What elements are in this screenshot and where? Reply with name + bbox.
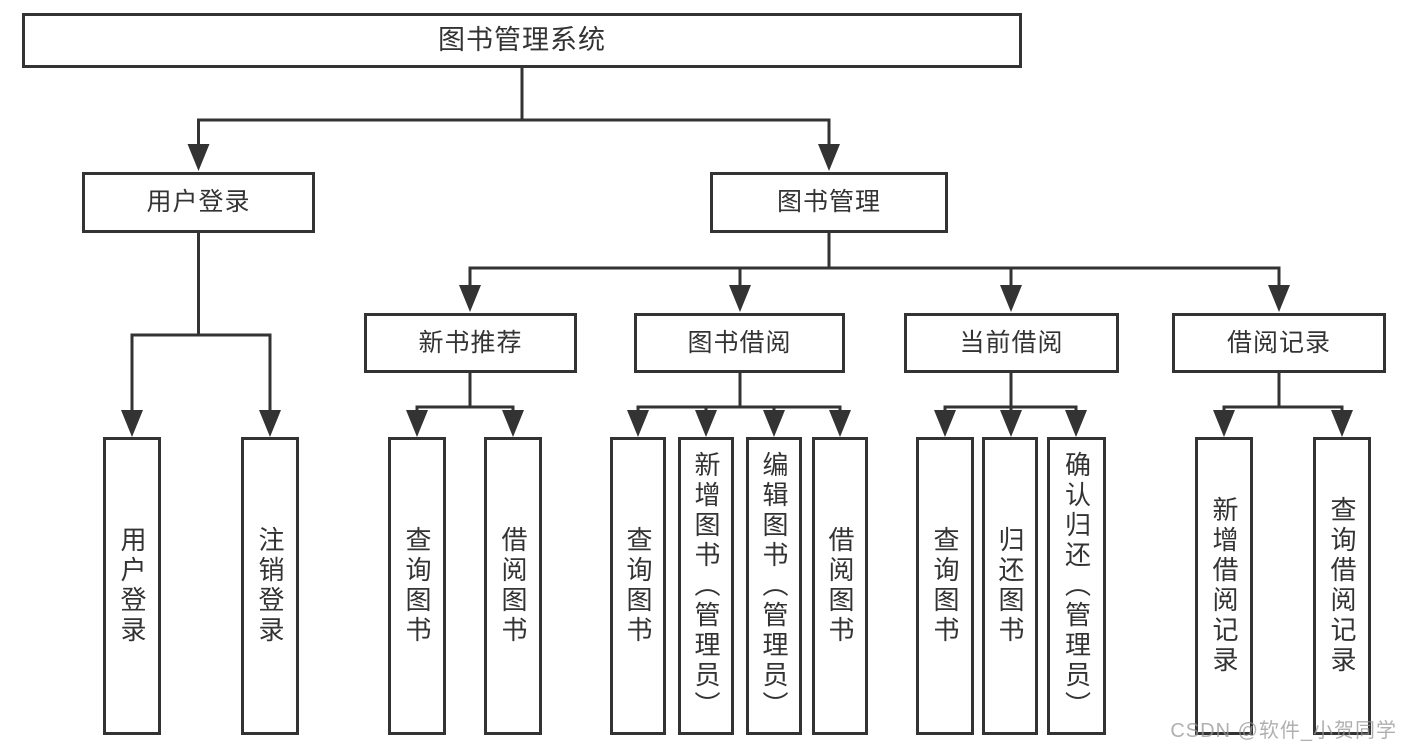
leaf-return-book: 归还图书 (982, 437, 1038, 735)
node-book-management: 图书管理 (710, 172, 948, 233)
arrowhead (829, 410, 851, 437)
node-user-login: 用户登录 (82, 172, 315, 233)
connector-new-book-to-leaves (415, 373, 515, 411)
leaf-borrow-books: 借阅图书 (812, 437, 868, 735)
leaf-user-login-label: 用户登录 (117, 526, 147, 646)
arrowhead (259, 410, 281, 437)
node-borrow-records-label: 借阅记录 (1226, 328, 1331, 357)
arrowhead (934, 410, 956, 437)
connector-current-borrow-to-leaves (943, 373, 1078, 411)
connector-book-borrow-to-leaves (636, 373, 842, 411)
node-new-book-recommend: 新书推荐 (364, 313, 577, 373)
arrowhead (627, 410, 649, 437)
node-borrow-records: 借阅记录 (1172, 313, 1386, 373)
leaf-query-books-current-label: 查询图书 (930, 526, 960, 646)
leaf-query-books-recommend-label: 查询图书 (402, 526, 432, 646)
arrowhead (1331, 410, 1353, 437)
arrowhead (1213, 410, 1235, 437)
node-user-login-label: 用户登录 (146, 188, 251, 216)
leaf-confirm-return-admin: 确认归还（管理员） (1047, 437, 1106, 735)
arrowhead (1000, 410, 1022, 437)
leaf-query-borrow-record: 查询借阅记录 (1313, 437, 1371, 735)
leaf-query-books-borrow-label: 查询图书 (623, 526, 653, 646)
leaf-add-borrow-record: 新增借阅记录 (1195, 437, 1253, 735)
connector-book-mgmt-to-level3 (468, 233, 1281, 287)
leaf-query-books-borrow: 查询图书 (610, 437, 666, 735)
leaf-add-borrow-record-label: 新增借阅记录 (1209, 496, 1239, 676)
node-book-borrow-label: 图书借阅 (687, 328, 792, 357)
arrowhead (1000, 285, 1022, 312)
node-library-management-system-label: 图书管理系统 (438, 25, 606, 55)
arrowhead (121, 410, 143, 437)
leaf-borrow-books-recommend: 借阅图书 (484, 437, 542, 735)
connector-borrow-records-to-leaves (1222, 373, 1344, 411)
leaf-confirm-return-admin-label: 确认归还（管理员） (1061, 451, 1092, 721)
node-new-book-recommend-label: 新书推荐 (418, 328, 523, 357)
arrowhead (187, 144, 210, 171)
leaf-return-book-label: 归还图书 (995, 526, 1025, 646)
leaf-borrow-books-recommend-label: 借阅图书 (498, 526, 528, 646)
leaf-user-login: 用户登录 (103, 437, 161, 735)
node-book-management-label: 图书管理 (776, 188, 881, 216)
node-library-management-system: 图书管理系统 (22, 13, 1022, 68)
connector-root-to-level2 (197, 68, 831, 146)
csdn-watermark: CSDN @软件_小贺同学 (1170, 720, 1397, 742)
leaf-logout-login: 注销登录 (241, 437, 299, 735)
leaf-add-book-admin-label: 新增图书（管理员） (691, 451, 721, 721)
leaf-query-borrow-record-label: 查询借阅记录 (1327, 496, 1357, 676)
connector-user-login-to-leaves (130, 233, 272, 412)
arrowhead (729, 285, 751, 312)
leaf-query-books-current: 查询图书 (916, 437, 974, 735)
node-book-borrow: 图书借阅 (634, 313, 845, 373)
leaf-borrow-books-label: 借阅图书 (825, 526, 855, 646)
node-current-borrow-label: 当前借阅 (959, 328, 1064, 357)
arrowhead (695, 410, 717, 437)
arrowhead (406, 410, 428, 437)
arrowhead (763, 410, 785, 437)
leaf-query-books-recommend: 查询图书 (388, 437, 446, 735)
node-current-borrow: 当前借阅 (904, 313, 1119, 373)
arrowhead (1065, 410, 1087, 437)
leaf-add-book-admin: 新增图书（管理员） (678, 437, 734, 735)
leaf-edit-book-admin-label: 编辑图书（管理员） (759, 451, 789, 721)
arrowhead (502, 410, 524, 437)
leaf-edit-book-admin: 编辑图书（管理员） (746, 437, 802, 735)
arrowhead (1268, 285, 1290, 312)
leaf-logout-login-label: 注销登录 (255, 526, 285, 646)
arrowhead (459, 285, 481, 312)
arrowhead (818, 144, 840, 171)
